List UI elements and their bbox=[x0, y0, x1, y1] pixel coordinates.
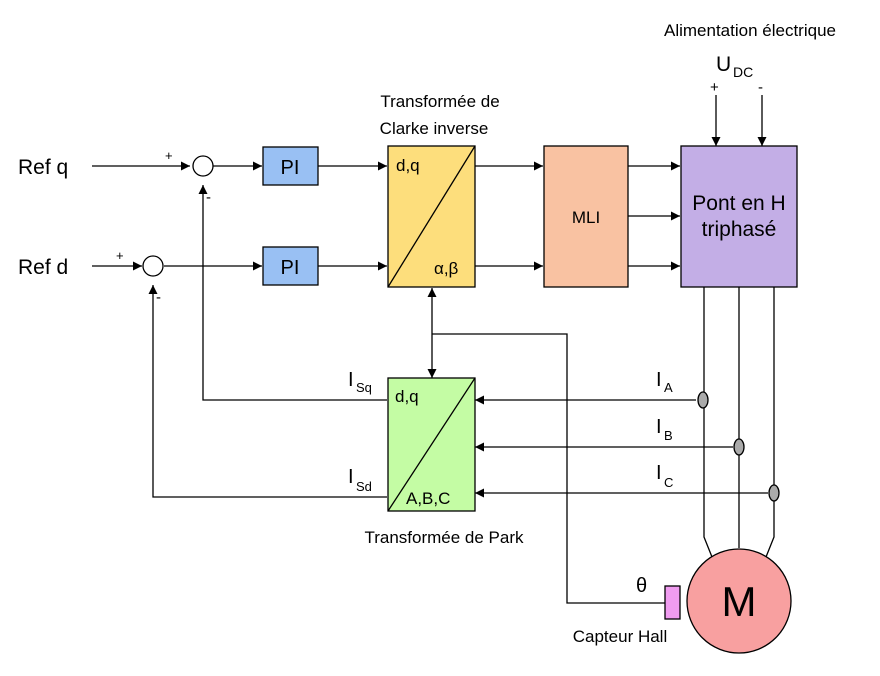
current-sensor-c bbox=[768, 484, 780, 502]
isq-main: I bbox=[348, 369, 354, 391]
summing-junction-d bbox=[142, 255, 164, 277]
ic-sub: C bbox=[664, 475, 673, 490]
wire-isq-feedback bbox=[198, 185, 387, 401]
plus-sign-q: + bbox=[165, 148, 173, 163]
wire-isd-feedback bbox=[148, 285, 387, 498]
hall-sensor-label: Capteur Hall bbox=[573, 627, 668, 646]
wire-theta bbox=[432, 333, 665, 604]
power-supply-title: Alimentation électrique bbox=[664, 21, 836, 40]
isq-sub: Sq bbox=[356, 380, 372, 395]
bridge-label-line1: Pont en H bbox=[692, 192, 785, 215]
summing-junction-q bbox=[192, 155, 214, 177]
plus-sign-d: + bbox=[116, 248, 124, 263]
clarke-title-line1: Transformée de bbox=[380, 92, 499, 111]
park-output-label: d,q bbox=[395, 387, 419, 406]
ref-d-label: Ref d bbox=[18, 256, 68, 279]
mli-label: MLI bbox=[572, 208, 600, 227]
minus-sign-d: - bbox=[156, 289, 161, 306]
ib-main: I bbox=[656, 416, 662, 438]
hall-sensor bbox=[664, 585, 681, 620]
clarke-title-line2: Clarke inverse bbox=[380, 119, 489, 138]
ic-main: I bbox=[656, 462, 662, 484]
isd-main: I bbox=[348, 466, 354, 488]
motor-label: M bbox=[722, 578, 757, 625]
udc-main: U bbox=[716, 53, 731, 76]
clarke-input-label: d,q bbox=[396, 156, 420, 175]
wires bbox=[92, 95, 775, 604]
park-diagonal bbox=[387, 377, 476, 512]
wire-phase-a bbox=[703, 287, 713, 558]
mli-block bbox=[543, 145, 629, 288]
current-sensor-a bbox=[697, 391, 709, 409]
plus-sign-dc: + bbox=[710, 79, 719, 96]
park-input-label: A,B,C bbox=[406, 489, 450, 508]
wire-phase-c bbox=[765, 287, 775, 558]
minus-sign-dc: - bbox=[758, 79, 763, 96]
park-title: Transformée de Park bbox=[364, 528, 524, 547]
minus-sign-q: - bbox=[206, 189, 211, 206]
clarke-output-label: α,β bbox=[434, 259, 459, 278]
pi-d-block bbox=[262, 246, 319, 286]
pi-d-label: PI bbox=[281, 257, 300, 279]
ia-sub: A bbox=[664, 380, 673, 395]
ia-main: I bbox=[656, 369, 662, 391]
bridge-label-line2: triphasé bbox=[702, 218, 777, 241]
pi-q-label: PI bbox=[281, 157, 300, 179]
ib-sub: B bbox=[664, 428, 673, 443]
h-bridge-block bbox=[680, 145, 798, 288]
ref-q-label: Ref q bbox=[18, 156, 68, 179]
clarke-diagonal bbox=[387, 145, 476, 288]
current-sensor-b bbox=[733, 438, 745, 456]
pi-q-block bbox=[262, 146, 319, 186]
isd-sub: Sd bbox=[356, 479, 372, 494]
theta-label: θ bbox=[636, 575, 647, 597]
udc-sub: DC bbox=[733, 64, 753, 80]
motor bbox=[686, 548, 792, 654]
